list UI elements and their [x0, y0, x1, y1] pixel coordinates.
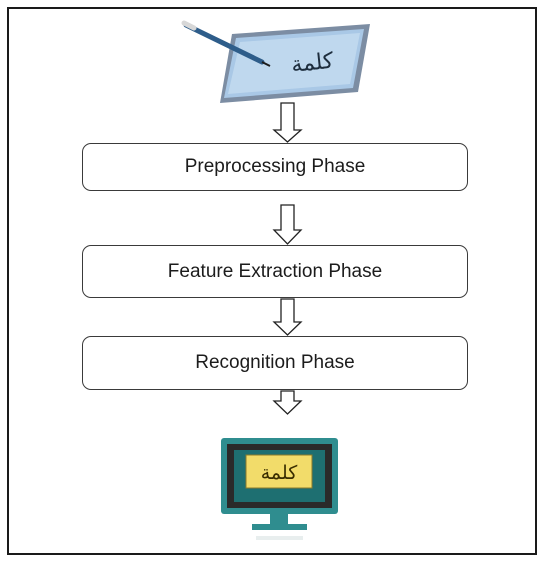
recognition-phase-box: Recognition Phase — [82, 336, 468, 390]
down-arrow-icon — [272, 102, 303, 143]
down-arrow-icon — [272, 390, 303, 415]
down-arrow-icon — [272, 298, 303, 336]
down-arrow-icon — [272, 204, 303, 245]
feature-extraction-phase-label: Feature Extraction Phase — [167, 260, 383, 282]
pen-tablet-icon: كلمة — [181, 20, 370, 103]
feature-extraction-phase-box: Feature Extraction Phase — [82, 245, 468, 298]
recognition-phase-label: Recognition Phase — [195, 352, 355, 373]
preprocessing-phase-box: Preprocessing Phase — [82, 143, 468, 191]
output-word: كلمة — [261, 462, 298, 484]
input-word: كلمة — [290, 49, 335, 78]
preprocessing-phase-label: Preprocessing Phase — [184, 156, 366, 177]
computer-monitor-icon: كلمة — [221, 438, 338, 540]
